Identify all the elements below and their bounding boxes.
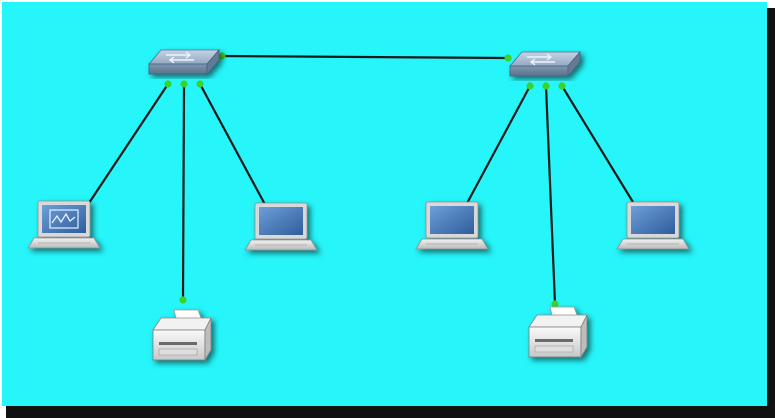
laptop-screen <box>42 205 86 233</box>
link-line <box>199 83 269 211</box>
link-status-dot <box>526 82 534 90</box>
printer-1-printer-icon[interactable] <box>152 309 212 362</box>
switch-arrow <box>168 56 194 64</box>
link-status-dot <box>551 300 559 308</box>
laptop-4-laptop-icon[interactable] <box>616 201 690 250</box>
laptop-1-laptop-icon[interactable] <box>27 200 101 249</box>
link-status-dot <box>164 80 172 88</box>
link-status-dot <box>558 82 566 90</box>
printer-slot <box>159 342 197 345</box>
laptop-screen <box>259 207 303 235</box>
printer-2-printer-icon[interactable] <box>528 306 588 359</box>
link-status-dot <box>542 82 550 90</box>
switch-arrow <box>527 53 553 61</box>
link-switch-2-to-printer-2 <box>542 82 559 308</box>
link-line <box>86 83 169 207</box>
switch-1-switch-icon[interactable] <box>148 48 220 76</box>
link-line <box>561 85 637 208</box>
printer-tray <box>158 348 198 356</box>
link-switch-1-to-printer-1 <box>179 80 188 304</box>
laptop-screen <box>430 206 474 234</box>
laptop-2-laptop-icon[interactable] <box>244 202 318 251</box>
link-status-dot <box>180 80 188 88</box>
link-status-dot <box>196 80 204 88</box>
switch-2-switch-icon[interactable] <box>509 50 581 78</box>
link-line <box>181 83 186 301</box>
link-line <box>221 54 509 60</box>
link-status-dot <box>504 54 512 62</box>
switch-side <box>567 50 581 78</box>
nodes-layer <box>27 48 690 362</box>
link-status-dot <box>179 296 187 304</box>
laptop-screen <box>631 206 675 234</box>
switch-front <box>509 65 569 77</box>
printer-side <box>204 317 212 362</box>
link-line <box>464 85 531 208</box>
printer-side <box>580 314 588 359</box>
printer-slot <box>535 339 573 342</box>
switch-arrow <box>529 58 555 66</box>
switch-front <box>148 63 208 75</box>
printer-top <box>152 317 212 331</box>
screen-window <box>49 209 79 229</box>
laptop-3-laptop-icon[interactable] <box>415 201 489 250</box>
switch-side <box>206 48 220 76</box>
link-switch-1-to-switch-2 <box>218 52 512 62</box>
switch-arrow <box>166 51 192 59</box>
link-status-dot <box>218 52 226 60</box>
link-line <box>544 85 557 305</box>
printer-top <box>528 314 588 328</box>
printer-tray <box>534 345 574 353</box>
screen-graph <box>51 212 76 224</box>
